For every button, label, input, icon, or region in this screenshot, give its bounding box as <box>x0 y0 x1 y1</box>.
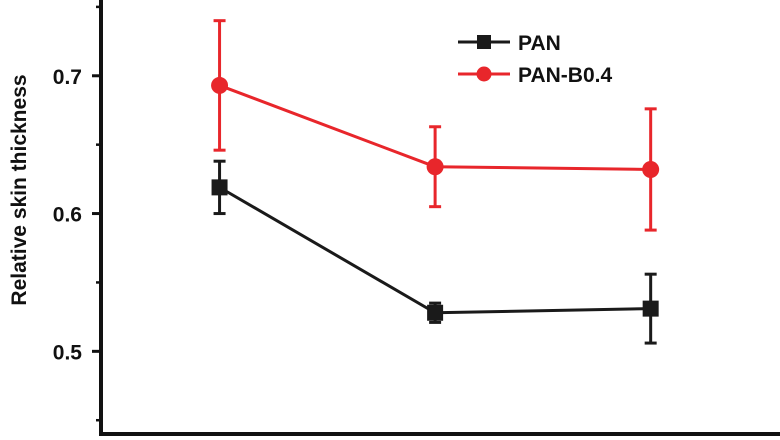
series-2 <box>211 19 660 232</box>
axes <box>99 0 780 436</box>
data-point <box>211 179 228 196</box>
y-tick-label: 0.5 <box>53 341 83 364</box>
legend-item-1: PAN <box>458 32 561 55</box>
data-point <box>426 158 444 176</box>
y-tick-label: 0.7 <box>53 66 82 89</box>
legend: PAN PAN-B0.4 <box>458 32 612 87</box>
data-point <box>427 304 444 321</box>
legend-item-2: PAN-B0.4 <box>458 64 612 87</box>
legend-marker <box>476 66 492 82</box>
data-point <box>211 76 229 94</box>
data-point <box>642 160 660 178</box>
legend-marker <box>477 35 491 49</box>
legend-label: PAN <box>518 32 561 55</box>
y-ticks: 0.5 0.6 0.7 <box>53 5 101 422</box>
y-tick-label: 0.6 <box>53 204 82 227</box>
legend-label: PAN-B0.4 <box>518 64 612 87</box>
series-1 <box>211 159 659 345</box>
data-point <box>642 300 659 317</box>
series-group <box>211 19 660 345</box>
y-axis-title: Relative skin thickness <box>8 74 31 305</box>
